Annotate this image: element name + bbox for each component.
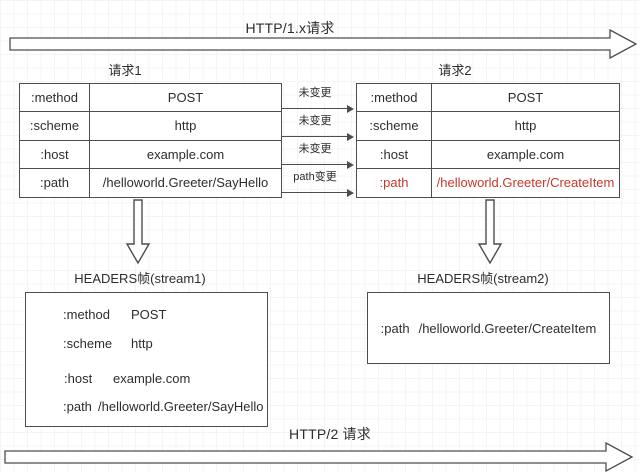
down-arrow-stream2-icon xyxy=(477,199,503,265)
header-key: :scheme xyxy=(20,112,90,141)
change-arrow-path: path变更 xyxy=(281,169,355,197)
arrow-line xyxy=(282,136,347,137)
arrow-line xyxy=(282,164,347,165)
arrow-line xyxy=(282,192,347,193)
frame-key: :scheme xyxy=(63,336,113,351)
frame2-box: :path /helloworld.Greeter/CreateItem xyxy=(367,292,610,364)
change-arrow-scheme: 未变更 xyxy=(281,113,355,141)
header-value: http xyxy=(90,112,281,141)
header-key: :host xyxy=(20,140,90,169)
frame-key: :method xyxy=(63,307,110,322)
http2-request-label: HTTP/2 请求 xyxy=(289,426,371,442)
frame-key: :path xyxy=(63,399,92,414)
header-value-changed: /helloworld.Greeter/CreateItem xyxy=(432,168,619,197)
header-key: :method xyxy=(20,84,90,113)
header-value: example.com xyxy=(432,140,619,169)
frame-value: POST xyxy=(131,307,167,322)
header-value: example.com xyxy=(90,140,281,169)
frame2-title: HEADERS帧(stream2) xyxy=(417,271,549,286)
change-arrow-label: 未变更 xyxy=(298,115,332,127)
header-value: POST xyxy=(90,84,281,113)
frame-row: :path /helloworld.Greeter/CreateItem xyxy=(368,321,609,336)
frame-value: http xyxy=(131,336,153,351)
header-key: :scheme xyxy=(357,112,432,141)
arrow-head-icon xyxy=(347,161,354,169)
header-key: :path xyxy=(20,168,90,197)
header-key-changed: :path xyxy=(357,168,432,197)
header-value: POST xyxy=(432,84,619,113)
request1-table: :method POST :scheme http :host example.… xyxy=(19,83,282,198)
request2-table: :method POST :scheme http :host example.… xyxy=(356,83,620,198)
frame1-box: :method POST :scheme http :host example.… xyxy=(25,292,268,427)
frame-key: :host xyxy=(64,371,93,386)
arrow-line xyxy=(282,108,347,109)
header-key: :host xyxy=(357,140,432,169)
frame-value: /helloworld.Greeter/SayHello xyxy=(98,399,264,414)
http2-timeline-arrow-icon xyxy=(4,441,634,472)
request1-title: 请求1 xyxy=(108,63,142,78)
frame1-title: HEADERS帧(stream1) xyxy=(74,271,206,286)
arrow-head-icon xyxy=(347,133,354,141)
header-value: /helloworld.Greeter/SayHello xyxy=(90,168,281,197)
frame-value: example.com xyxy=(113,371,191,386)
down-arrow-stream1-icon xyxy=(125,199,151,265)
change-arrow-method: 未变更 xyxy=(281,85,355,113)
http1x-timeline-arrow-icon xyxy=(9,28,638,60)
header-key: :method xyxy=(357,84,432,113)
arrow-head-icon xyxy=(347,189,354,197)
http1x-request-label: HTTP/1.x请求 xyxy=(245,20,335,36)
frame-value: /helloworld.Greeter/CreateItem xyxy=(418,321,597,336)
header-value: http xyxy=(432,112,619,141)
change-arrow-host: 未变更 xyxy=(281,141,355,169)
frame-key: :path xyxy=(380,321,410,336)
change-arrow-label: 未变更 xyxy=(298,87,332,99)
change-arrow-label: path变更 xyxy=(293,171,337,183)
arrow-head-icon xyxy=(347,105,354,113)
request2-title: 请求2 xyxy=(438,63,472,78)
change-arrow-label: 未变更 xyxy=(298,143,332,155)
